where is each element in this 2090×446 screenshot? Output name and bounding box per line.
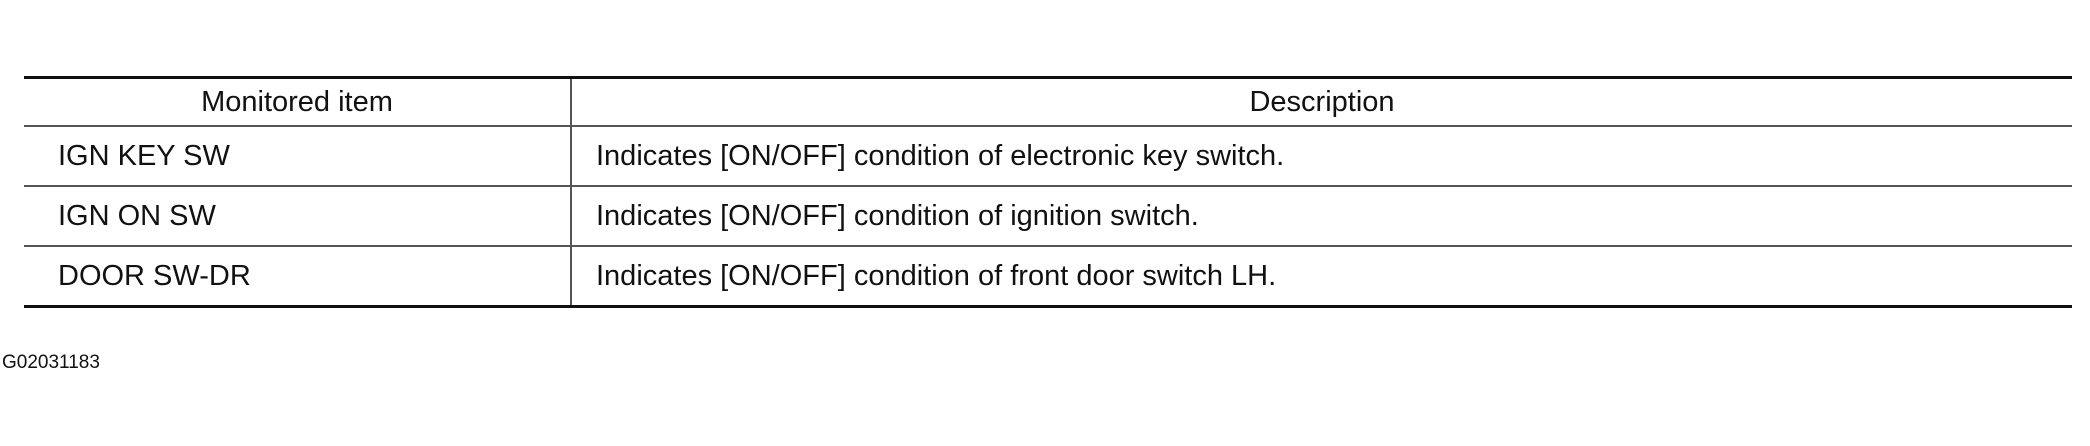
- table-row: DOOR SW-DR Indicates [ON/OFF] condition …: [24, 246, 2072, 308]
- monitored-item-cell: DOOR SW-DR: [24, 246, 572, 308]
- header-monitored-item: Monitored item: [24, 76, 572, 127]
- monitored-item-cell: IGN KEY SW: [24, 126, 572, 187]
- table-row: IGN ON SW Indicates [ON/OFF] condition o…: [24, 186, 2072, 247]
- description-cell: Indicates [ON/OFF] condition of front do…: [571, 246, 2072, 308]
- table-row: IGN KEY SW Indicates [ON/OFF] condition …: [24, 126, 2072, 187]
- table-header-row: Monitored item Description: [24, 76, 2072, 127]
- header-description: Description: [571, 76, 2072, 127]
- description-cell: Indicates [ON/OFF] condition of electron…: [571, 126, 2072, 187]
- monitored-item-table: Monitored item Description IGN KEY SW In…: [24, 76, 2072, 308]
- monitored-item-cell: IGN ON SW: [24, 186, 572, 247]
- description-cell: Indicates [ON/OFF] condition of ignition…: [571, 186, 2072, 247]
- figure-code: G02031183: [2, 352, 100, 373]
